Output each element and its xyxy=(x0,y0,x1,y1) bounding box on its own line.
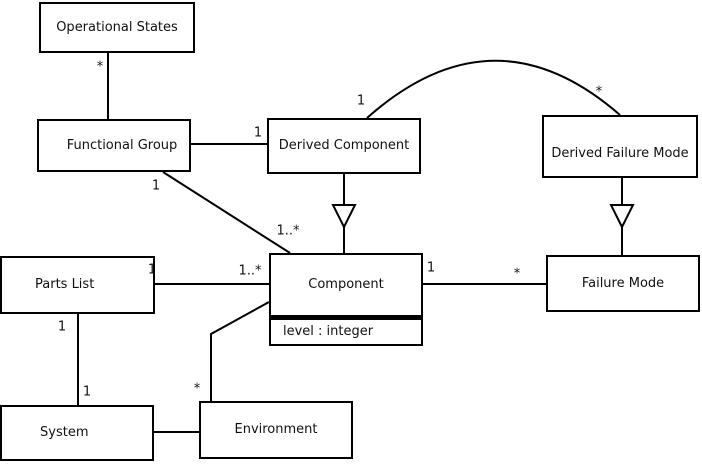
multiplicity-label: 1 xyxy=(147,262,157,278)
edge-arc-derived-component-derived-failure-mode xyxy=(366,59,621,119)
class-name: Parts List xyxy=(35,277,95,292)
multiplicity-label: 1 xyxy=(57,319,67,335)
class-name: Failure Mode xyxy=(581,275,665,291)
class-title-compartment: Component xyxy=(271,255,421,315)
class-box-derived-component: Derived Component xyxy=(267,118,421,174)
class-name: Derived Failure Mode xyxy=(551,145,689,161)
multiplicity-label: 1 xyxy=(253,125,263,141)
multiplicity-label: * xyxy=(595,84,603,100)
class-box-operational-states: Operational States xyxy=(39,2,195,53)
class-name: System xyxy=(40,425,89,440)
generalization-arrowhead-icon xyxy=(331,204,357,230)
class-attribute-compartment: level : integer xyxy=(271,320,421,344)
multiplicity-label: 1 xyxy=(356,93,366,109)
class-box-functional-group: Functional Group xyxy=(37,119,191,172)
class-name: Operational States xyxy=(56,19,178,35)
class-box-environment: Environment xyxy=(199,401,353,459)
multiplicity-label: 1..* xyxy=(238,263,262,279)
generalization-arrowhead-icon xyxy=(609,204,635,230)
multiplicity-label: * xyxy=(96,59,104,75)
class-box-derived-failure-mode: Derived Failure Mode xyxy=(542,115,698,178)
class-box-component: Component level : integer xyxy=(269,253,423,346)
class-box-parts-list: Parts List xyxy=(0,256,155,314)
class-name: Functional Group xyxy=(66,137,178,153)
multiplicity-label: * xyxy=(513,266,521,282)
class-name: Component xyxy=(308,277,384,292)
multiplicity-label: 1..* xyxy=(276,223,300,239)
compartment-divider xyxy=(271,315,421,320)
class-name: Derived Component xyxy=(278,138,410,153)
multiplicity-label: 1 xyxy=(151,178,161,194)
multiplicity-label: * xyxy=(193,381,201,397)
multiplicity-label: 1 xyxy=(426,260,436,276)
class-box-system: System xyxy=(0,405,154,461)
multiplicity-label: 1 xyxy=(82,384,92,400)
class-box-failure-mode: Failure Mode xyxy=(546,255,700,312)
edge-environment-component xyxy=(210,301,270,401)
edge-functional-group-component xyxy=(162,171,291,254)
class-attribute: level : integer xyxy=(283,324,374,339)
class-name: Environment xyxy=(234,422,318,437)
